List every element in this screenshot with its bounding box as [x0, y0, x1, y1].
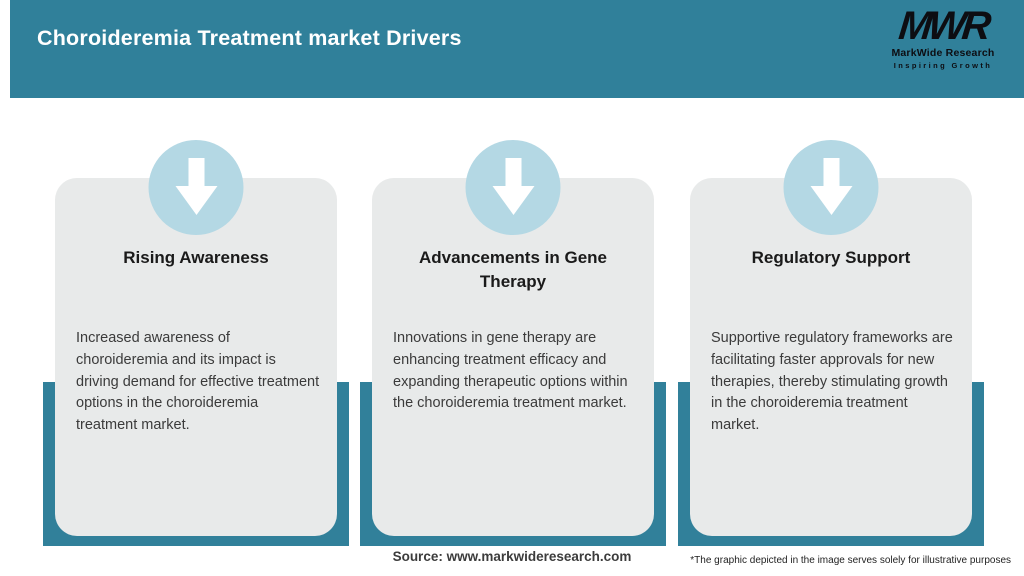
card-title: Regulatory Support — [751, 248, 911, 267]
source-text: Source: www.markwideresearch.com — [392, 549, 632, 564]
page-title: Choroideremia Treatment market Drivers — [37, 26, 462, 50]
markwide-logo: MWR MarkWide Research Inspiring Growth — [884, 4, 1002, 70]
card-panel: Rising Awareness Increased awareness of … — [55, 178, 337, 536]
arrow-down-icon — [465, 140, 561, 235]
card-title: Rising Awareness — [123, 248, 269, 267]
arrow-down-icon — [783, 140, 879, 235]
driver-card-gene-therapy: Advancements in Gene Therapy Innovations… — [360, 140, 666, 546]
logo-monogram: MWR — [896, 4, 990, 48]
arrow-down-icon — [148, 140, 244, 235]
driver-card-regulatory-support: Regulatory Support Supportive regulatory… — [678, 140, 984, 546]
card-panel: Advancements in Gene Therapy Innovations… — [372, 178, 654, 536]
card-description: Innovations in gene therapy are enhancin… — [393, 330, 628, 412]
card-title: Advancements in Gene Therapy — [418, 248, 607, 291]
disclaimer-text: *The graphic depicted in the image serve… — [690, 555, 1011, 566]
card-panel: Regulatory Support Supportive regulatory… — [690, 178, 972, 536]
card-description: Increased awareness of choroideremia and… — [76, 330, 320, 433]
logo-company-name: MarkWide Research — [891, 47, 995, 59]
logo-tagline: Inspiring Growth — [893, 60, 993, 70]
card-description: Supportive regulatory frameworks are fac… — [711, 330, 953, 433]
header-bar: Choroideremia Treatment market Drivers M… — [10, 0, 1024, 98]
driver-card-rising-awareness: Rising Awareness Increased awareness of … — [43, 140, 349, 546]
